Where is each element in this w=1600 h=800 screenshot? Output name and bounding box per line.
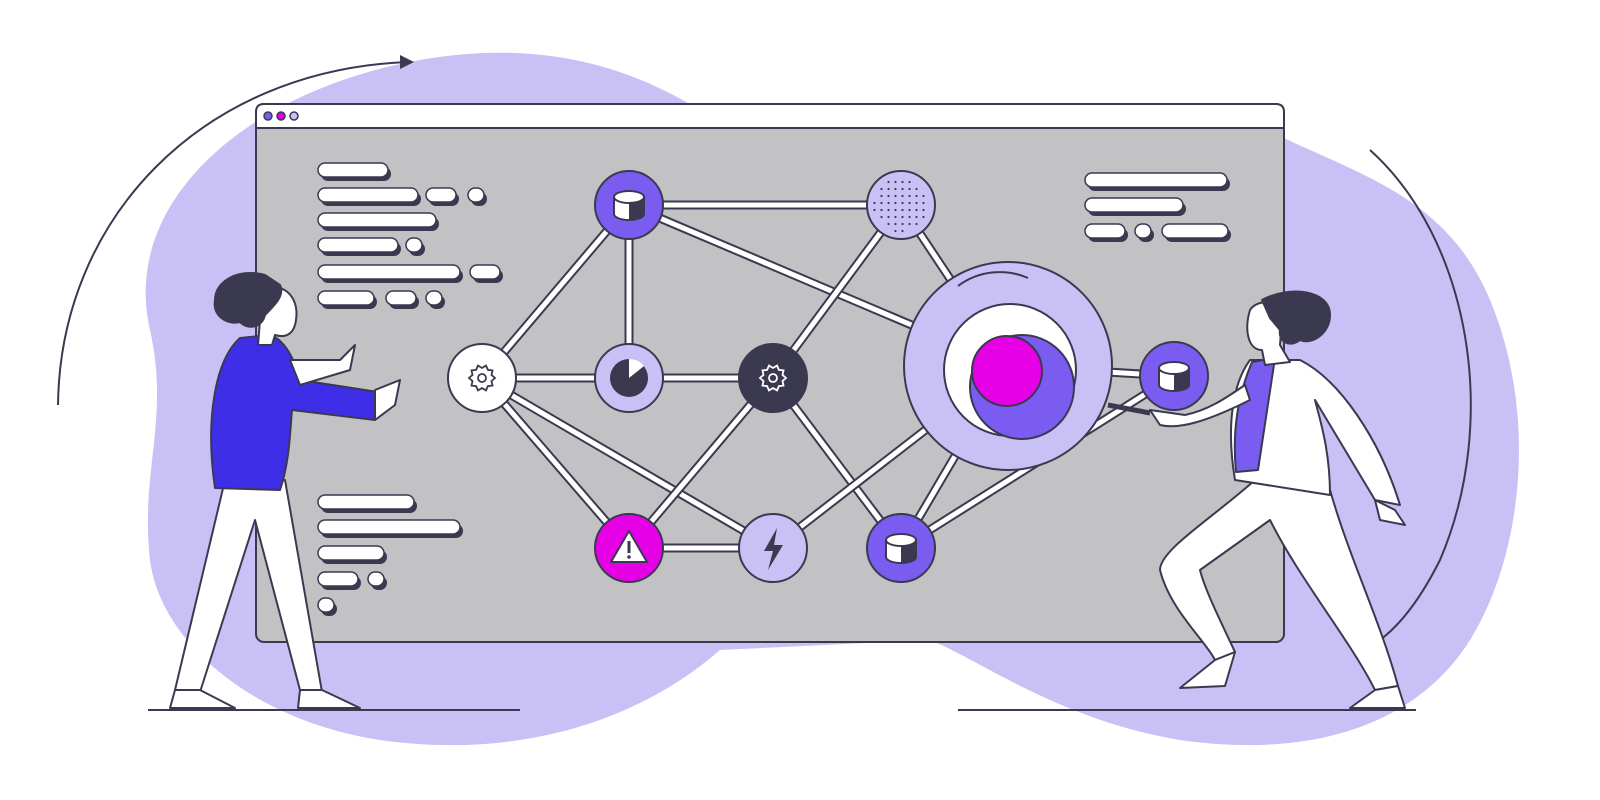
window-dot-lavender[interactable] <box>289 111 299 121</box>
person-right-touching-screen <box>1107 290 1406 709</box>
pie-chart-node[interactable] <box>594 343 664 413</box>
warning-mark <box>627 541 631 553</box>
placeholder-line <box>385 290 417 306</box>
placeholder-line <box>1084 197 1184 213</box>
placeholder-line <box>317 237 399 253</box>
database-node-top[interactable] <box>594 170 664 240</box>
pie-slice <box>629 358 644 378</box>
dotted-node[interactable] <box>866 170 936 240</box>
gear-center <box>768 373 778 383</box>
focus-circle-magenta <box>971 335 1043 407</box>
placeholder-line <box>317 212 437 228</box>
network-edge <box>480 203 631 380</box>
window-dot-purple[interactable] <box>263 111 273 121</box>
placeholder-line <box>317 494 415 510</box>
settings-node-dark[interactable] <box>738 343 808 413</box>
gear-center <box>477 373 487 383</box>
network-edge <box>771 376 903 550</box>
placeholder-line <box>317 162 389 178</box>
lightning-node[interactable] <box>738 513 808 583</box>
placeholder-line <box>317 264 461 280</box>
node-circle <box>866 170 936 240</box>
placeholder-line <box>367 571 385 587</box>
person-left-hair <box>213 272 283 328</box>
database-icon <box>613 190 645 221</box>
placeholder-text-lines <box>317 162 1231 616</box>
placeholder-line <box>405 237 423 253</box>
window-dot-magenta[interactable] <box>276 111 286 121</box>
database-node-right[interactable] <box>1139 341 1209 411</box>
placeholder-line <box>317 187 419 203</box>
database-node-bottom[interactable] <box>866 513 936 583</box>
gear-icon <box>758 364 788 392</box>
focus-ring-arc <box>957 271 1029 287</box>
dots-pattern-icon <box>873 180 925 233</box>
placeholder-line <box>425 187 457 203</box>
placeholder-line <box>1161 223 1229 239</box>
network-nodes <box>447 170 1209 583</box>
network-edge <box>480 376 631 550</box>
node-circle <box>447 343 517 413</box>
warning-node[interactable] <box>594 513 664 583</box>
placeholder-line <box>317 290 375 306</box>
person-left-pointing <box>169 272 401 709</box>
placeholder-line <box>317 571 359 587</box>
settings-node-light[interactable] <box>447 343 517 413</box>
network-edge <box>480 375 775 551</box>
placeholder-line <box>1084 223 1126 239</box>
placeholder-line <box>317 545 385 561</box>
warning-dot <box>627 555 631 559</box>
person-left-shirt <box>210 334 379 491</box>
placeholder-line <box>317 597 335 613</box>
database-icon <box>885 533 917 564</box>
focus-node-large[interactable] <box>903 261 1113 471</box>
person-right-jacket <box>1230 359 1401 506</box>
network-edge <box>770 203 904 380</box>
arc-arrow-left <box>57 61 409 406</box>
placeholder-line <box>469 264 501 280</box>
network-edge <box>627 376 775 550</box>
person-right-legs <box>1159 479 1399 691</box>
database-icon <box>1158 361 1190 392</box>
placeholder-line <box>1084 172 1228 188</box>
gear-icon <box>467 364 497 392</box>
placeholder-line <box>317 519 461 535</box>
person-right-hair <box>1261 290 1331 345</box>
placeholder-line <box>1134 223 1152 239</box>
node-circle <box>738 343 808 413</box>
placeholder-line <box>425 290 443 306</box>
arrow-head-icon <box>400 55 414 69</box>
lightning-bolt-icon <box>764 528 783 570</box>
placeholder-line <box>467 187 485 203</box>
arc-right <box>1369 149 1472 641</box>
